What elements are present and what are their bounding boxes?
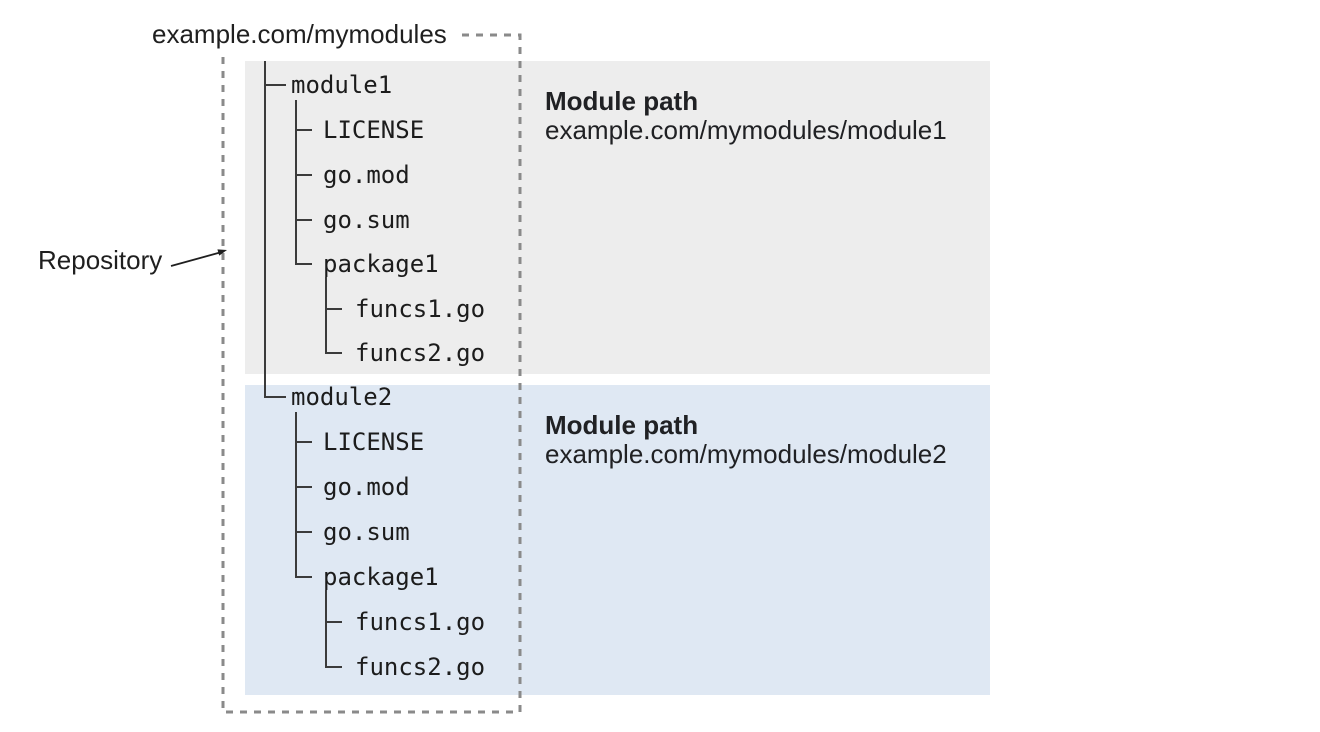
tree-item-module2-name: module2	[291, 383, 393, 411]
module1-path-info: Module path example.com/mymodules/module…	[545, 87, 947, 145]
tree-item-module1-package1: package1	[323, 250, 439, 278]
tree-item-module2-funcs2: funcs2.go	[355, 653, 486, 681]
tree-item-module2-funcs1: funcs1.go	[355, 608, 486, 636]
tree-item-module2-license: LICENSE	[323, 428, 425, 456]
repository-pointer-line	[170, 251, 221, 267]
tree-item-module2-package1: package1	[323, 563, 439, 591]
tree-item-module1-gosum: go.sum	[323, 206, 410, 234]
repository-pointer-arrowhead	[217, 249, 227, 256]
tree-item-module1-funcs2: funcs2.go	[355, 339, 486, 367]
module2-path-info: Module path example.com/mymodules/module…	[545, 411, 947, 469]
tree-item-module2-gomod: go.mod	[323, 473, 410, 501]
tree-item-module2-gosum: go.sum	[323, 518, 410, 546]
tree-item-module1-license: LICENSE	[323, 116, 425, 144]
repository-label: Repository	[38, 245, 163, 275]
repo-url-label: example.com/mymodules	[152, 19, 447, 49]
module1-path-value: example.com/mymodules/module1	[545, 115, 947, 145]
module2-path-heading: Module path	[545, 410, 699, 440]
tree-item-module1-name: module1	[291, 71, 393, 99]
module1-path-heading: Module path	[545, 86, 699, 116]
module2-path-value: example.com/mymodules/module2	[545, 439, 947, 469]
tree-item-module1-funcs1: funcs1.go	[355, 295, 486, 323]
tree-item-module1-gomod: go.mod	[323, 161, 410, 189]
